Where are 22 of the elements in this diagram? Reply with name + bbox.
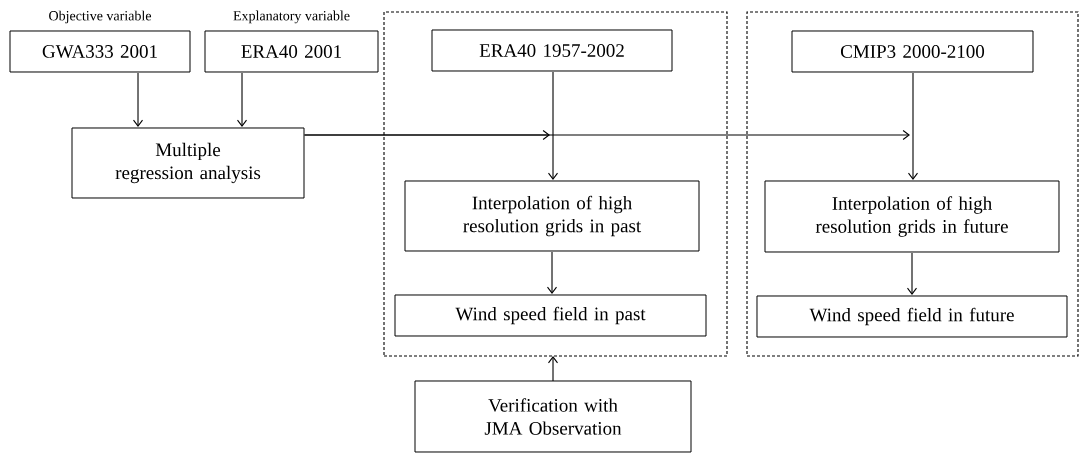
arrow — [546, 251, 558, 294]
arrow — [236, 72, 248, 127]
process-box: GWA333 2001 — [9, 30, 191, 73]
arrow — [547, 356, 559, 382]
group-frame — [746, 11, 1079, 357]
arrow — [907, 72, 919, 180]
process-box: ERA40 2001 — [204, 30, 379, 73]
process-box: Multiple regression analysis — [71, 127, 305, 199]
arrow — [547, 71, 559, 180]
box-caption: Objective variable — [49, 10, 152, 24]
process-box: Interpolation of high resolution grids in future — [764, 180, 1060, 253]
process-box: CMIP3 2000-2100 — [791, 30, 1034, 73]
box-caption: Explanatory variable — [233, 10, 350, 24]
arrow — [303, 129, 910, 141]
group-frame — [383, 11, 728, 357]
process-box: Verification with JMA Observation — [414, 380, 692, 453]
process-box: Wind speed field in past — [394, 294, 707, 337]
process-box: Wind speed field in future — [756, 295, 1068, 338]
process-box: Interpolation of high resolution grids in past — [404, 180, 700, 252]
arrow — [132, 72, 144, 127]
arrow — [906, 252, 918, 295]
process-box: ERA40 1957-2002 — [431, 29, 673, 72]
